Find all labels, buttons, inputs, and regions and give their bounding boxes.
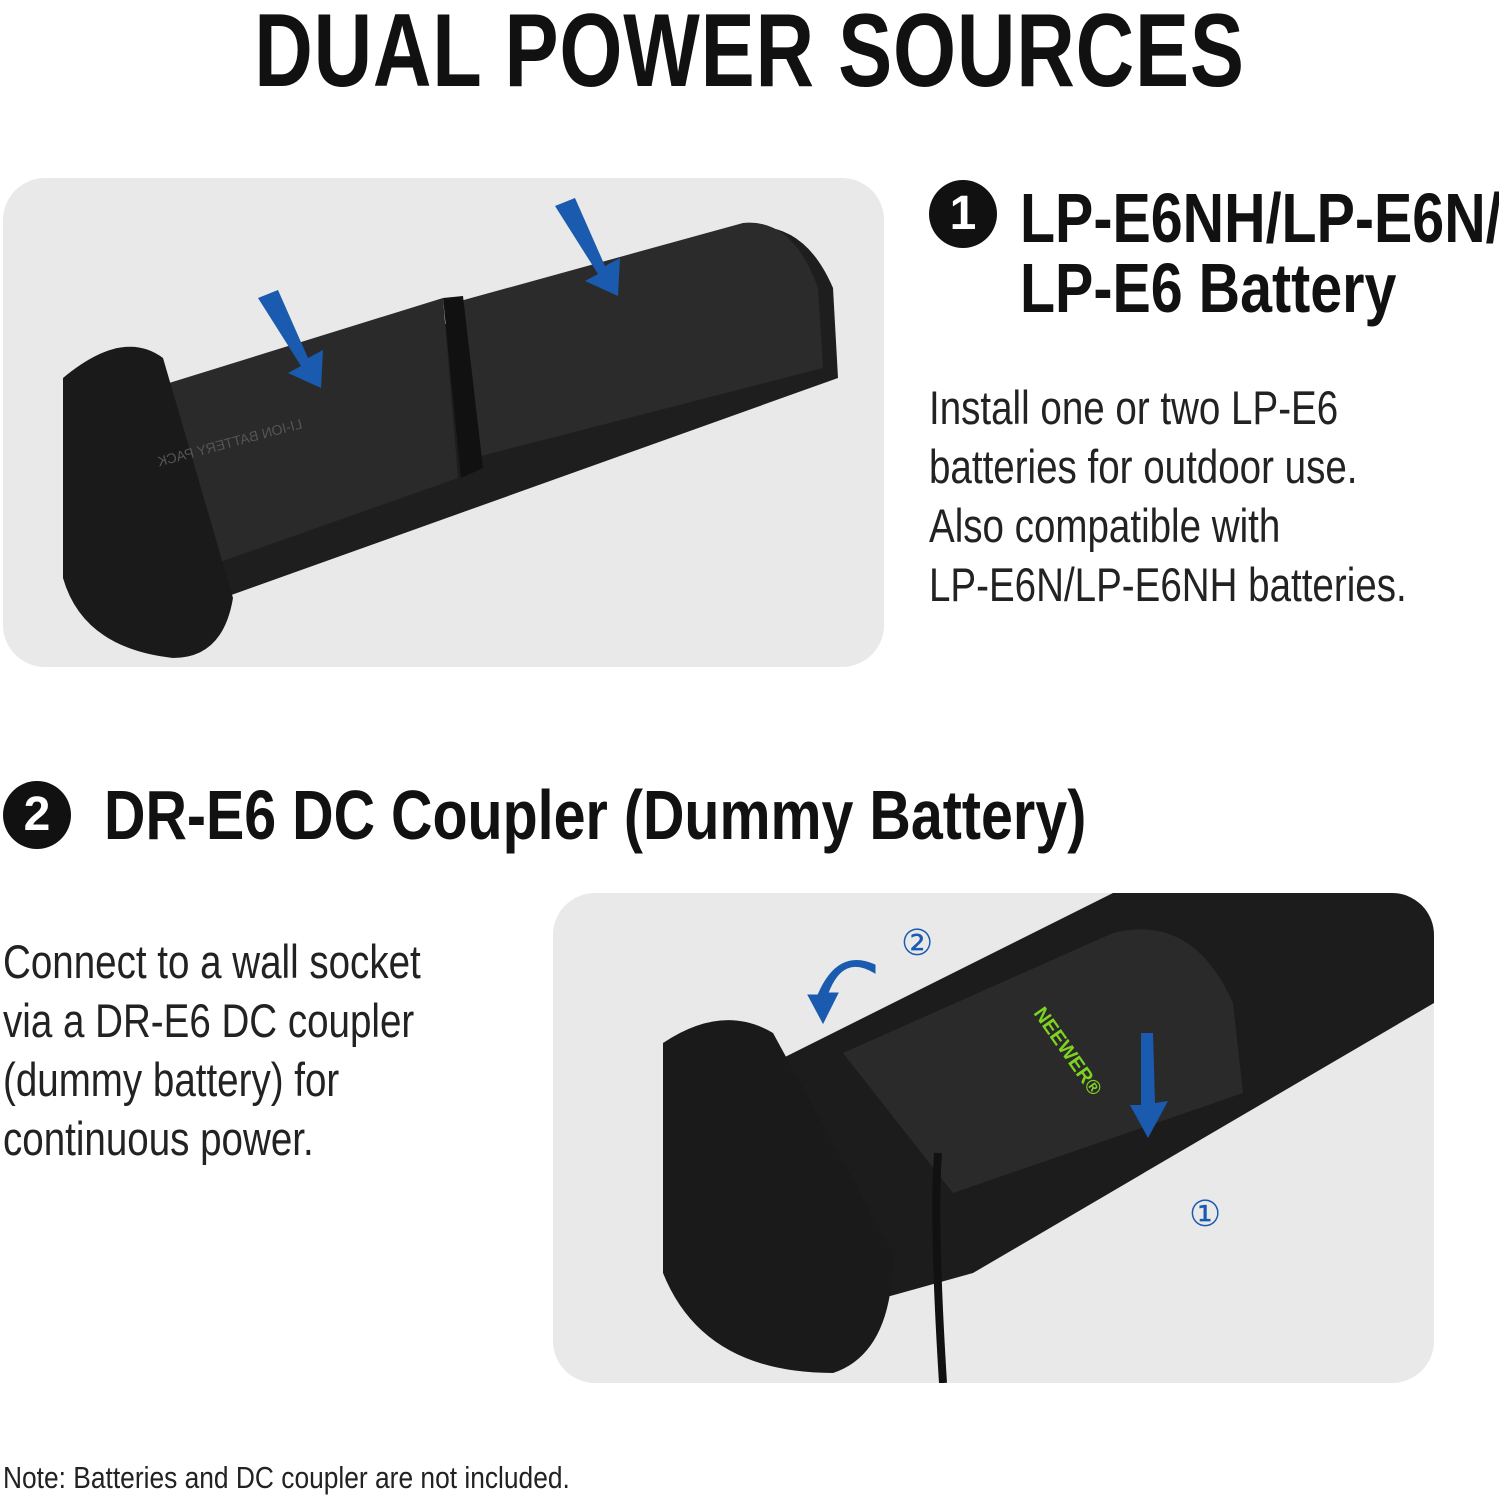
section1-heading: LP-E6NH/LP-E6N/ LP-E6 Battery [1020, 183, 1499, 323]
arrow-down-icon [1130, 1033, 1168, 1138]
description-line: batteries for outdoor use. [929, 440, 1358, 493]
description-line: via a DR-E6 DC coupler [3, 994, 415, 1047]
description-line: Install one or two LP-E6 [929, 381, 1339, 434]
arrow-down-icon [258, 290, 323, 388]
description-line: (dummy battery) for [3, 1053, 340, 1106]
heading-line: LP-E6 Battery [1020, 249, 1397, 327]
section2-description: Connect to a wall socket via a DR-E6 DC … [3, 932, 421, 1168]
step-2-marker: ② [901, 923, 933, 964]
battery-grip-image: LI-ION BATTERY PACK [3, 178, 884, 667]
description-line: Connect to a wall socket [3, 935, 421, 988]
arrow-down-icon [555, 198, 620, 296]
description-line: LP-E6N/LP-E6NH batteries. [929, 558, 1407, 611]
step-number-badge: 1 [929, 180, 997, 248]
page-title: DUAL POWER SOURCES [254, 0, 1245, 109]
heading-line: LP-E6NH/LP-E6N/ [1020, 179, 1499, 257]
step-1-marker: ① [1189, 1194, 1221, 1235]
description-line: continuous power. [3, 1112, 314, 1165]
section2-heading: DR-E6 DC Coupler (Dummy Battery) [104, 776, 1087, 854]
rotate-arrow-icon [807, 960, 876, 1025]
disclaimer-note: Note: Batteries and DC coupler are not i… [3, 1460, 570, 1495]
step-number-badge: 2 [3, 781, 71, 849]
description-line: Also compatible with [929, 499, 1281, 552]
section1-description: Install one or two LP-E6 batteries for o… [929, 378, 1407, 614]
dc-coupler-image: NEEWER® ② ① [553, 893, 1434, 1383]
